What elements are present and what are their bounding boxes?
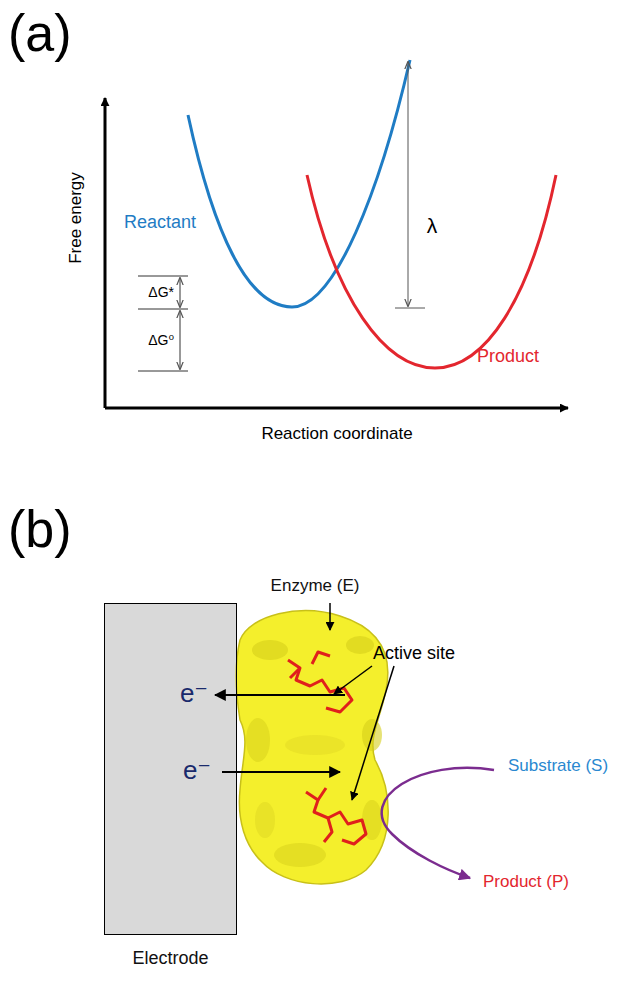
axes — [105, 98, 568, 408]
energy-brackets — [138, 276, 188, 371]
panel-letter: (a) — [8, 4, 72, 64]
node-label: Enzyme (E) — [271, 576, 360, 596]
curve-label: Product — [477, 346, 539, 367]
node-label: Electrode — [132, 948, 208, 969]
lambda-arrow — [395, 62, 425, 308]
reaction-arrow — [382, 768, 494, 878]
electron-transfer-arrow — [215, 694, 345, 696]
electron-label: e⁻ — [180, 680, 208, 706]
reorganization-label: λ — [427, 214, 438, 238]
energy-label: ΔG* — [148, 284, 174, 300]
axis-title: Free energy — [66, 172, 86, 264]
axis-title: Reaction coordinate — [261, 424, 412, 444]
electron-transfer-arrow — [222, 771, 340, 773]
curve-label: Reactant — [124, 212, 196, 233]
substrate-label: Substrate (S) — [508, 756, 608, 776]
enzyme-surface — [236, 611, 388, 884]
panel-letter: (b) — [8, 500, 72, 560]
electrode-box: Electrode — [104, 603, 237, 935]
active-site-cofactor — [288, 652, 366, 844]
product-label: Product (P) — [483, 872, 569, 892]
electron-label: e⁻ — [183, 757, 211, 783]
product-curve — [307, 175, 556, 368]
energy-label: ΔG⁰ — [148, 332, 174, 348]
reactant-curve — [188, 60, 410, 307]
leader-lines — [330, 603, 394, 800]
electrode-fill — [104, 603, 237, 935]
callout-label: Active site — [373, 643, 455, 664]
enzyme-body: Enzyme (E) — [240, 618, 390, 880]
